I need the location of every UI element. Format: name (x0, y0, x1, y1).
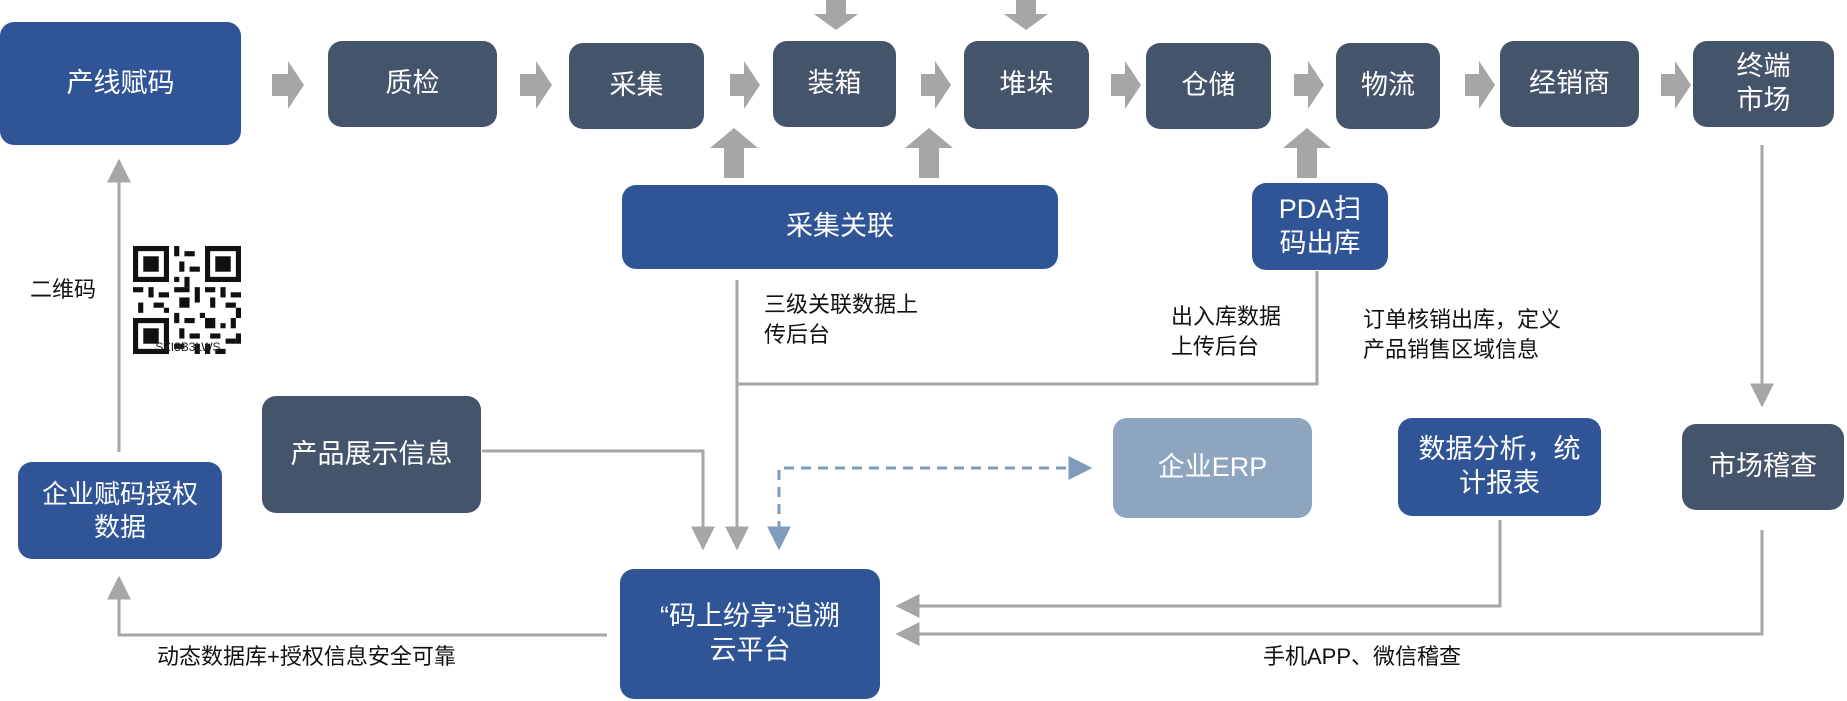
flow-arrow (730, 61, 760, 109)
node-label: 数据分析，统 计报表 (1418, 434, 1581, 498)
input-arrow-up (710, 128, 758, 178)
node-stacking: 堆垛 (964, 41, 1089, 129)
input-arrow-down (814, 0, 858, 30)
node-label: “码上纷享”追溯 云平台 (660, 601, 840, 665)
label-order-writeoff: 订单核销出库，定义 产品销售区域信息 (1363, 307, 1562, 362)
flow-arrow (1465, 61, 1495, 109)
label-mobile-check: 手机APP、微信稽查 (1263, 644, 1462, 669)
label-upload-three-level: 三级关联数据上 传后台 (764, 292, 919, 347)
node-collect-link: 采集关联 (622, 185, 1058, 269)
line-pda-upload (737, 271, 1319, 386)
flow-arrow (1661, 61, 1691, 109)
input-arrow-up (1283, 128, 1331, 178)
node-label: 终端 市场 (1736, 51, 1791, 115)
qr-code-image (133, 246, 241, 354)
label-qr: 二维码 (30, 277, 97, 302)
node-label: 物流 (1361, 70, 1415, 101)
flow-arrow (520, 61, 552, 109)
arrow-analytics-to-platform (895, 520, 1502, 618)
arrow-product-to-platform (482, 449, 715, 551)
label-dynamic-database: 动态数据库+授权信息安全可靠 (157, 644, 456, 669)
node-auth-data: 企业赋码授权 数据 (18, 462, 222, 559)
node-quality-check: 质检 (328, 41, 497, 127)
node-label: 产品展示信息 (290, 438, 453, 469)
node-logistics: 物流 (1336, 43, 1440, 129)
flow-arrow (921, 61, 951, 109)
input-arrow-down (1004, 0, 1048, 30)
node-label: 企业赋码授权 数据 (41, 479, 198, 542)
label-upload-io: 出入库数据 上传后台 (1171, 304, 1282, 359)
node-storage: 仓储 (1146, 43, 1271, 129)
node-collect: 采集 (569, 43, 704, 129)
node-label: 采集关联 (786, 211, 894, 242)
node-label: 产线赋码 (66, 67, 175, 98)
node-trace-platform: “码上纷享”追溯 云平台 (620, 569, 880, 699)
node-pda-scan: PDA扫 码出库 (1252, 183, 1388, 270)
flow-arrow (1111, 61, 1141, 109)
flow-arrow (272, 61, 304, 109)
input-arrow-up (905, 128, 953, 178)
node-product-info: 产品展示信息 (262, 396, 481, 513)
qr-caption: SZI3B3LWS (155, 340, 221, 354)
node-label: PDA扫 码出库 (1278, 193, 1362, 258)
node-market-check: 市场稽查 (1682, 424, 1844, 510)
node-label: 质检 (385, 68, 440, 99)
node-data-analytics: 数据分析，统 计报表 (1398, 418, 1601, 516)
flow-arrows (272, 0, 1691, 178)
node-label: 采集 (609, 70, 664, 101)
arrow-platform-to-auth (107, 575, 607, 637)
node-enterprise-erp: 企业ERP (1113, 418, 1312, 518)
node-label: 经销商 (1529, 68, 1610, 99)
dashed-erp-link (767, 456, 1093, 551)
flow-arrow (1294, 61, 1324, 109)
node-distributor: 经销商 (1500, 41, 1639, 127)
node-terminal-market: 终端 市场 (1693, 41, 1834, 127)
arrow-check-to-platform (895, 530, 1764, 646)
node-label: 仓储 (1181, 70, 1236, 101)
node-label: 企业ERP (1157, 452, 1268, 483)
node-label: 市场稽查 (1709, 451, 1817, 482)
node-line-coding: 产线赋码 (0, 22, 241, 145)
node-boxing: 装箱 (773, 41, 896, 127)
node-label: 装箱 (807, 68, 862, 99)
node-label: 堆垛 (999, 69, 1054, 100)
